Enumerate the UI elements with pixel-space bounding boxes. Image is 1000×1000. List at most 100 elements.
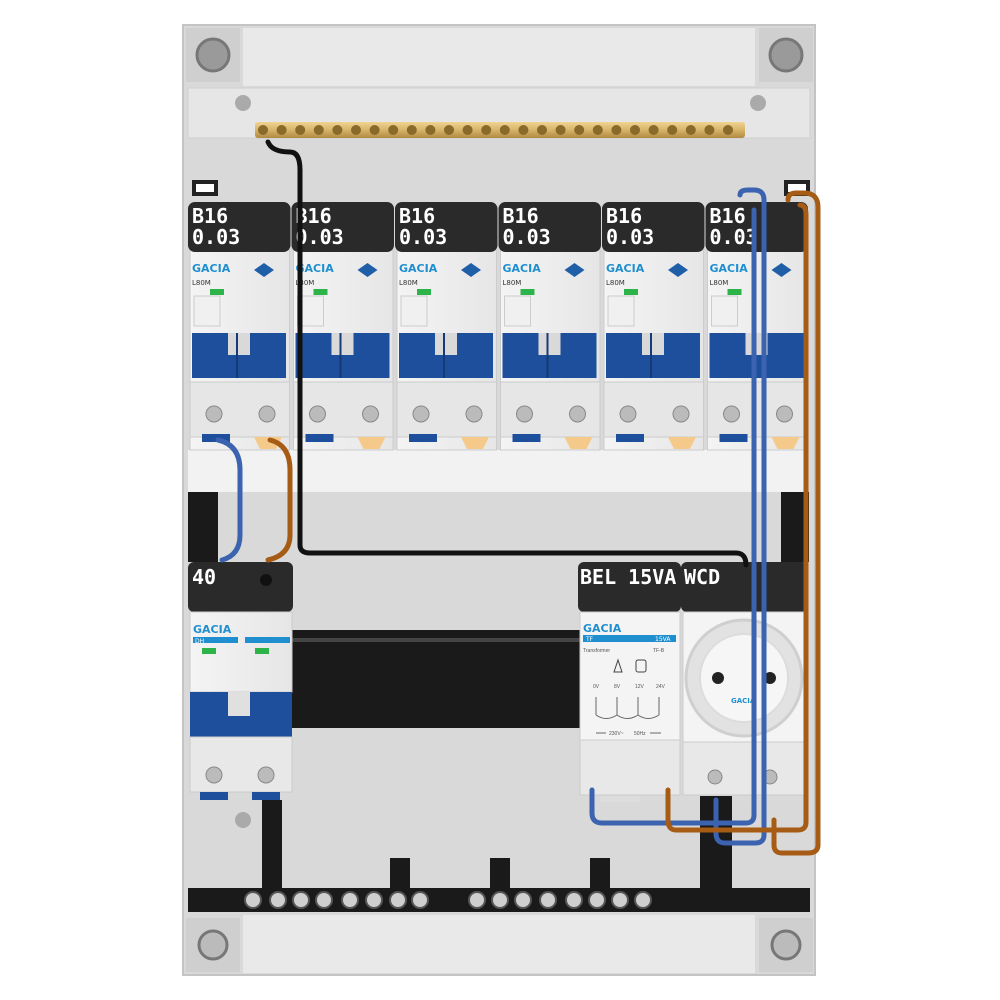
earth-bar xyxy=(255,122,745,138)
terminal-screw-icon[interactable] xyxy=(569,405,586,423)
group-label-strip xyxy=(602,202,705,252)
terminal-screw-icon[interactable] xyxy=(269,891,287,909)
main-switch[interactable]: 40 GACIA DH xyxy=(188,562,293,800)
terminal-screw-icon[interactable] xyxy=(516,405,533,423)
blue-wire-main xyxy=(215,437,243,563)
earth-bar-screw-icon xyxy=(388,125,399,135)
terminal-screw-icon[interactable] xyxy=(634,891,652,909)
diamond-logo-icon xyxy=(254,263,274,277)
terminal-screw-icon[interactable] xyxy=(611,891,629,909)
group-sensitivity: 0.03 xyxy=(710,225,758,249)
earth-bar-screw-icon xyxy=(704,125,715,135)
terminal-screw-icon[interactable] xyxy=(672,405,690,423)
earth-bar-screw-icon xyxy=(332,125,343,135)
socket-outlet[interactable]: WCD GACIA xyxy=(681,562,808,796)
bell-icon xyxy=(613,658,623,673)
earth-bar-screw-icon xyxy=(351,125,361,135)
socket-label: WCD xyxy=(684,565,720,589)
terminal-screw-icon[interactable] xyxy=(539,891,557,909)
earth-bar-screw-icon xyxy=(295,125,306,135)
terminal-screw-icon[interactable] xyxy=(315,891,333,909)
wiring xyxy=(215,139,821,856)
group-model: L80M xyxy=(503,279,522,287)
terminal-screw-icon[interactable] xyxy=(465,405,483,423)
corner-holes xyxy=(186,28,813,972)
group-label-strip xyxy=(291,202,394,252)
group-brand: GACIA xyxy=(606,262,645,275)
terminal-screw-icon[interactable] xyxy=(565,891,583,909)
bell-transformer-type: TF xyxy=(585,636,594,643)
terminal-screw-icon[interactable] xyxy=(365,891,383,909)
group-sensitivity: 0.03 xyxy=(399,225,447,249)
transformer-symbol-icon xyxy=(635,659,647,673)
bell-transformer-primary: 230V~ xyxy=(609,731,624,737)
terminal-screw-icon[interactable] xyxy=(341,891,359,909)
bell-transformer-brand: GACIA xyxy=(583,622,622,635)
terminal-screw-icon[interactable] xyxy=(292,891,310,909)
bell-transformer[interactable]: BEL 15VA GACIA TF 15VA Transformer TF-B … xyxy=(578,562,681,802)
terminal-screw-icon[interactable] xyxy=(514,891,532,909)
brown-wire-socket xyxy=(771,190,821,856)
terminal-screw-icon[interactable] xyxy=(468,891,486,909)
terminal-screw-icon[interactable] xyxy=(619,405,637,423)
terminal-screw-icon[interactable] xyxy=(776,405,793,423)
rail-clip-left xyxy=(188,492,218,562)
terminal-screw-icon[interactable] xyxy=(411,891,429,909)
terminal-screw-icon[interactable] xyxy=(723,405,740,423)
group-model: L80M xyxy=(399,279,418,287)
group-model: L80M xyxy=(192,279,211,287)
terminal-screw-icon[interactable] xyxy=(362,405,379,423)
group-model: L80M xyxy=(606,279,625,287)
group-brand: GACIA xyxy=(503,262,542,275)
earth-bar-screw-icon xyxy=(258,125,268,135)
terminal-screw-icon[interactable] xyxy=(244,891,262,909)
din-rail-cover xyxy=(188,450,808,492)
earth-bar-screw-icon xyxy=(425,125,436,135)
group-brand: GACIA xyxy=(296,262,335,275)
terminal-screw-icon[interactable] xyxy=(491,891,509,909)
earth-bar-screw-icon xyxy=(313,125,324,135)
brown-wire-main xyxy=(265,437,293,563)
tap-2: 12V xyxy=(635,684,645,690)
brown-wire-transformer xyxy=(665,202,809,833)
blue-wire-transformer xyxy=(589,207,757,826)
earth-bar-screw-icon xyxy=(611,125,622,135)
terminal-screw-icon[interactable] xyxy=(389,891,407,909)
diamond-logo-icon xyxy=(357,263,378,277)
tap-0: 0V xyxy=(593,684,600,690)
earth-bar-screw-icon xyxy=(592,125,603,135)
terminal-screw-icon[interactable] xyxy=(309,405,326,423)
group-label-strip xyxy=(498,202,601,252)
earth-bar-screw-icon xyxy=(444,125,454,135)
group-label-strip xyxy=(188,202,291,252)
group-brand: GACIA xyxy=(710,262,749,275)
socket-brand: GACIA xyxy=(731,697,756,705)
earth-bar-screw-icon xyxy=(723,125,733,135)
bell-transformer-code: TF-B xyxy=(653,648,665,654)
terminal-screw-icon[interactable] xyxy=(412,405,430,423)
blue-wire-socket xyxy=(713,187,767,846)
earth-bar-screw-icon xyxy=(406,125,417,135)
group-brand: GACIA xyxy=(399,262,438,275)
earth-bar-screw-icon xyxy=(481,125,492,135)
terminal-screw-icon[interactable] xyxy=(588,891,606,909)
earth-bar-screw-icon xyxy=(462,125,473,135)
earth-bar-screw-icon xyxy=(574,125,585,135)
earth-bar-screw-icon xyxy=(630,125,640,135)
group-rating: B16 xyxy=(503,204,539,228)
terminal-screw-icon[interactable] xyxy=(205,405,223,423)
diamond-logo-icon xyxy=(564,263,585,277)
bell-transformer-caption: Transformer xyxy=(583,648,610,654)
main-switch-model: DH xyxy=(195,638,204,645)
terminal-screw-icon[interactable] xyxy=(258,405,276,423)
group-brand: GACIA xyxy=(192,262,231,275)
group-label-strip xyxy=(705,202,808,252)
earth-bar-screw-icon xyxy=(518,125,529,135)
